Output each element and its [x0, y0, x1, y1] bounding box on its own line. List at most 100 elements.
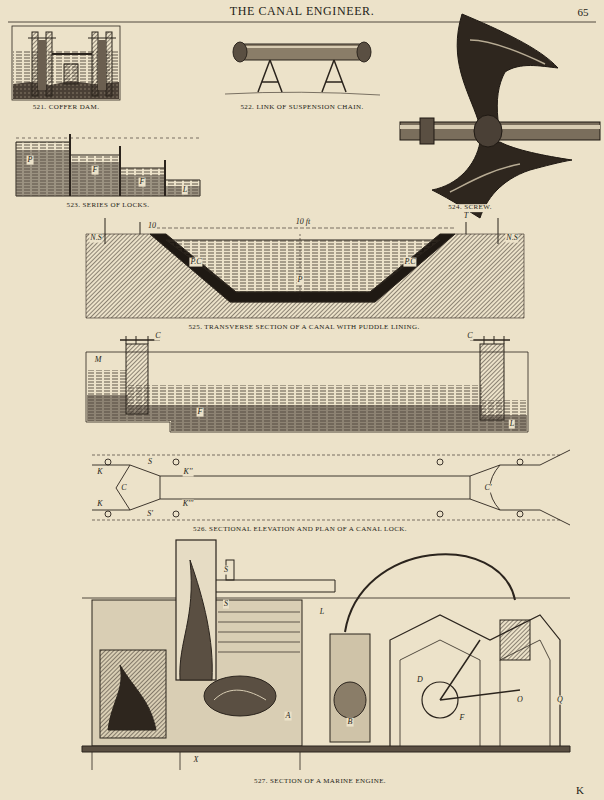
chain-link-part — [238, 44, 365, 60]
callout-letter: F — [459, 714, 466, 723]
callout-letter: D — [416, 676, 424, 685]
callout-letter: K''' — [182, 500, 194, 509]
figure-caption: 527. SECTION OF A MARINE ENGINE. — [253, 778, 387, 786]
marine-engine-part — [108, 665, 156, 730]
marine-engine-part — [216, 580, 335, 592]
coffer-dam-part — [52, 53, 92, 55]
callout-letter: T — [463, 212, 469, 221]
lock-series — [16, 134, 200, 196]
lock-series-part — [164, 160, 166, 196]
marine-engine-part — [334, 682, 366, 718]
canal-section-part — [86, 234, 524, 318]
canal-section-part — [466, 222, 467, 234]
ship-screw-part — [457, 14, 558, 120]
lock-plan-part — [160, 476, 470, 499]
lock-plan-part — [116, 465, 130, 510]
callout-letter: B — [347, 718, 354, 727]
lock-series-part — [16, 142, 200, 196]
figure-caption: 525. TRANSVERSE SECTION OF A CANAL WITH … — [187, 324, 420, 332]
marine-engine-part — [204, 676, 276, 716]
callout-letter: C — [120, 484, 127, 493]
lock-elevation-part — [120, 339, 510, 341]
lock-elevation-part — [480, 344, 504, 420]
figure-caption: 526. SECTIONAL ELEVATION AND PLAN OF A C… — [192, 526, 408, 534]
ship-screw-part — [432, 142, 572, 218]
lock-series-part — [69, 134, 71, 196]
coffer-dam-part — [64, 64, 78, 84]
callout-letter: F — [139, 178, 146, 187]
lock-elevation-part — [126, 344, 148, 414]
figure-caption: 523. SERIES OF LOCKS. — [66, 202, 151, 210]
lock-plan-part — [517, 459, 523, 465]
chain-link-part — [357, 42, 371, 62]
marine-engine-part — [100, 650, 166, 738]
callout-letter: A — [285, 712, 292, 721]
callout-letter: K — [96, 500, 103, 509]
ship-screw — [400, 14, 600, 218]
header-rule — [8, 22, 596, 23]
canal-section-part — [150, 228, 455, 229]
coffer-dam-part — [88, 38, 116, 39]
callout-letter: S — [147, 458, 153, 467]
canal-section-part — [140, 222, 141, 234]
callout-letter: P — [297, 276, 304, 285]
callout-letter: Q — [556, 696, 564, 705]
lock-plan-part — [92, 499, 540, 510]
coffer-dam-part — [12, 26, 120, 100]
lock-series-part — [16, 138, 200, 139]
lock-elevation-part — [87, 370, 527, 431]
canal-section-part — [166, 240, 440, 292]
coffer-dam — [12, 26, 120, 100]
page-mark: K — [575, 784, 585, 796]
lock-series-part — [16, 150, 200, 196]
marine-engine-part — [500, 620, 530, 660]
callout-letter: X — [193, 756, 200, 765]
callout-letter: O — [516, 696, 524, 705]
callout-letter: C — [466, 332, 473, 341]
lock-plan-part — [437, 459, 443, 465]
callout-letter: C' — [483, 484, 492, 493]
marine-engine-part — [330, 634, 370, 742]
callout-letter: S' — [146, 510, 154, 519]
chain-link-part — [225, 92, 380, 95]
canal-section-part — [498, 218, 499, 244]
marine-engine-part — [218, 612, 300, 652]
marine-engine-part — [214, 690, 266, 700]
coffer-dam-part — [28, 38, 56, 39]
lock-plan-part — [517, 511, 523, 517]
coffer-dam-part — [46, 32, 52, 96]
callout-letter: K'' — [183, 468, 194, 477]
ship-screw-part — [470, 40, 545, 64]
figure-caption: 524. SCREW. — [447, 204, 493, 212]
figure-caption: 521. COFFER DAM. — [32, 104, 101, 112]
callout-letter: P.C — [403, 258, 416, 267]
canal-section-part — [300, 234, 301, 302]
canal-section-part — [105, 218, 106, 244]
figure-caption: 522. LINK OF SUSPENSION CHAIN. — [239, 104, 364, 112]
ship-screw-part — [420, 118, 434, 144]
callout-letter: M — [94, 356, 103, 365]
lock-plan-part — [540, 450, 570, 525]
canal-section-part — [150, 234, 455, 302]
ship-screw-part — [474, 115, 502, 147]
coffer-dam-part — [32, 32, 38, 96]
callout-letter: C — [154, 332, 161, 341]
callout-letter: F — [92, 166, 99, 175]
coffer-dam-part — [38, 40, 46, 90]
lock-elevation — [86, 336, 528, 432]
chain-link-part — [233, 42, 247, 62]
lock-elevation-part — [126, 336, 504, 344]
lock-plan-part — [92, 465, 540, 476]
coffer-dam-part — [92, 32, 98, 96]
callout-letter: 10 ft — [295, 218, 311, 227]
lock-plan-part — [173, 511, 179, 517]
canal-section — [86, 218, 524, 318]
callout-letter: N.S — [89, 234, 102, 243]
chain-link-part — [242, 46, 360, 48]
lock-elevation-part — [87, 395, 527, 431]
callout-letter: P.C — [189, 258, 202, 267]
ship-screw-part — [450, 164, 520, 192]
callout-letter: N.S — [505, 234, 518, 243]
page-mark: 65 — [577, 6, 590, 18]
